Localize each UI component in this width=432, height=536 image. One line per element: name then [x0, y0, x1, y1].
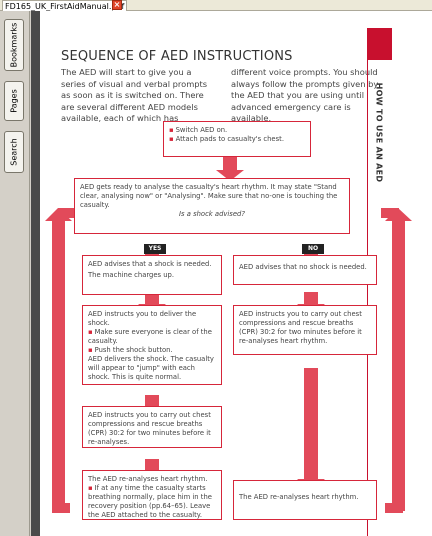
reanalyse-yes-intro: The AED re-analyses heart rhythm.: [88, 475, 208, 483]
navigation-pane: Bookmarks Pages Search: [0, 11, 30, 536]
step-no-shock-text: AED advises that no shock is needed.: [239, 263, 367, 271]
step-cpr-no-shock-text: AED instructs you to carry out chest com…: [239, 310, 362, 345]
step-no-shock: AED advises that no shock is needed.: [233, 255, 377, 285]
step-switch-on-line-2: Attach pads to casualty's chest.: [169, 135, 305, 144]
deliver-bullet-2: Push the shock button.: [88, 346, 216, 355]
step-cpr-after-shock-text: AED instructs you to carry out chest com…: [88, 411, 211, 446]
step-reanalyse-no-shock-text: The AED re-analyses heart rhythm.: [239, 493, 359, 501]
document-tab-bar: FD165_UK_FirstAidManual.pdf ×: [0, 0, 432, 11]
bookmarks-tab-label: Bookmarks: [9, 22, 19, 68]
step-deliver-shock: AED instructs you to deliver the shock. …: [82, 305, 222, 385]
intro-paragraph-right: different voice prompts. You should alwa…: [231, 67, 379, 123]
bookmarks-tab[interactable]: Bookmarks: [4, 19, 24, 71]
document-tab-label: FD165_UK_FirstAidManual.pdf: [5, 2, 125, 11]
yes-label: YES: [144, 244, 166, 254]
intro-paragraph-left: The AED will start to give you a series …: [61, 67, 208, 123]
section-marker: [367, 28, 392, 60]
shock-question: Is a shock advised?: [179, 210, 245, 218]
deliver-outro: AED delivers the shock. The casualty wil…: [88, 355, 214, 381]
step-cpr-after-shock: AED instructs you to carry out chest com…: [82, 406, 222, 448]
deliver-intro: AED instructs you to deliver the shock.: [88, 310, 197, 327]
no-label: NO: [302, 244, 324, 254]
step-analyse-text: AED gets ready to analyse the casualty's…: [80, 183, 338, 209]
page-title: SEQUENCE OF AED INSTRUCTIONS: [61, 49, 293, 64]
step-cpr-no-shock: AED instructs you to carry out chest com…: [233, 305, 377, 355]
step-switch-on-line-1: Switch AED on.: [169, 126, 305, 135]
pages-tab-label: Pages: [9, 89, 19, 113]
step-shock-needed-line-2: The machine charges up.: [88, 271, 175, 279]
pages-tab[interactable]: Pages: [4, 81, 24, 121]
section-divider: [367, 60, 368, 536]
close-icon[interactable]: ×: [112, 0, 122, 10]
step-reanalyse-no-shock: The AED re-analyses heart rhythm.: [233, 480, 377, 520]
step-analyse: AED gets ready to analyse the casualty's…: [74, 178, 350, 234]
step-switch-on: Switch AED on. Attach pads to casualty's…: [163, 121, 311, 157]
step-reanalyse-after-shock: The AED re-analyses heart rhythm. If at …: [82, 470, 222, 520]
search-tab[interactable]: Search: [4, 131, 24, 173]
document-tab[interactable]: FD165_UK_FirstAidManual.pdf: [2, 0, 128, 11]
search-tab-label: Search: [9, 138, 19, 166]
step-shock-needed: AED advises that a shock is needed. The …: [82, 255, 222, 295]
step-shock-needed-line-1: AED advises that a shock is needed.: [88, 260, 212, 268]
reanalyse-yes-bullet: If at any time the casualty starts breat…: [88, 484, 216, 520]
deliver-bullet-1: Make sure everyone is clear of the casua…: [88, 328, 216, 346]
